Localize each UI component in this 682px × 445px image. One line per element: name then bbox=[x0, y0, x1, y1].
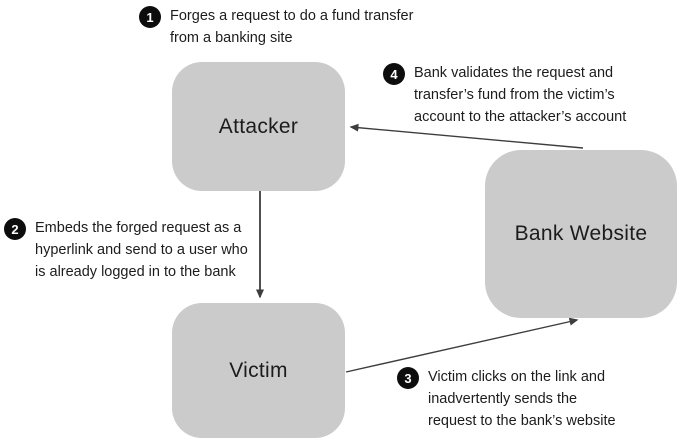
arrow-bank-to-attacker bbox=[349, 123, 584, 149]
step-1-text: Forges a request to do a fund transfer f… bbox=[170, 8, 414, 46]
step-1-annotation: 1 Forges a request to do a fund transfer… bbox=[139, 5, 413, 49]
step-4-annotation: 4 Bank validates the request and transfe… bbox=[383, 62, 626, 128]
node-attacker: Attacker bbox=[172, 62, 345, 191]
step-3-badge: 3 bbox=[397, 367, 419, 389]
step-2-text: Embeds the forged request as a hyperlink… bbox=[35, 220, 248, 280]
arrow-victim-to-bank bbox=[345, 317, 579, 373]
step-4-text: Bank validates the request and transfer’… bbox=[414, 65, 627, 125]
node-bank-website: Bank Website bbox=[485, 150, 677, 318]
step-1-badge: 1 bbox=[139, 6, 161, 28]
node-attacker-label: Attacker bbox=[218, 114, 299, 138]
step-2-annotation: 2 Embeds the forged request as a hyperli… bbox=[4, 217, 248, 283]
node-victim: Victim bbox=[172, 303, 345, 438]
step-3-annotation: 3 Victim clicks on the link and inadvert… bbox=[397, 366, 616, 432]
step-3-text: Victim clicks on the link and inadverten… bbox=[428, 369, 616, 429]
step-2-badge: 2 bbox=[4, 218, 26, 240]
node-victim-label: Victim bbox=[229, 358, 288, 382]
node-bank-website-label: Bank Website bbox=[514, 222, 648, 245]
step-4-badge: 4 bbox=[383, 63, 405, 85]
